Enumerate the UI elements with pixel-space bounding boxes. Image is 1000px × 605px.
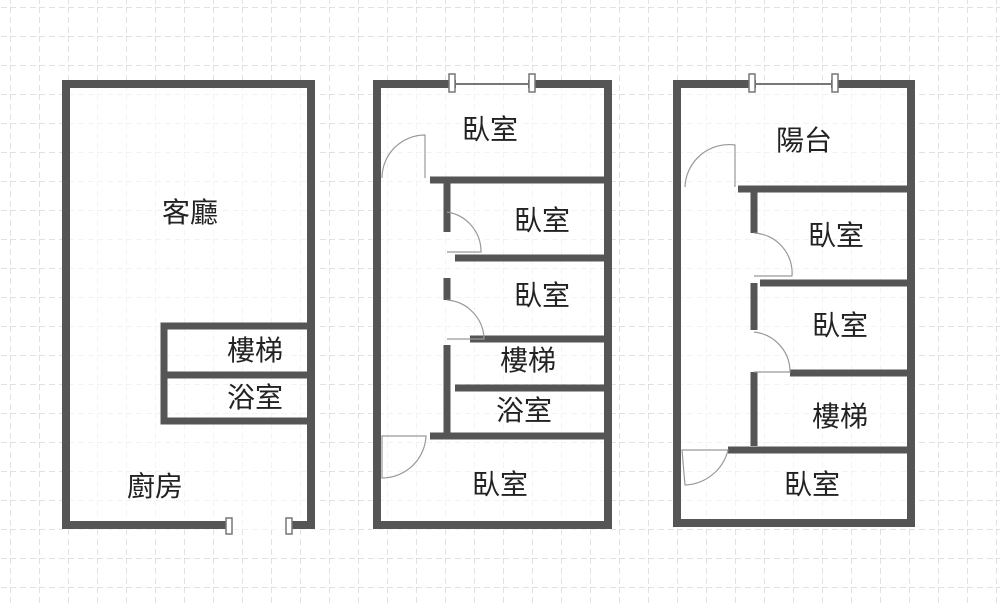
door-swing-icon: [681, 449, 729, 486]
window-icon: [448, 73, 456, 93]
door-swing-icon: [381, 134, 426, 179]
room-label: 臥室: [472, 468, 528, 501]
door-swing-icon: [753, 232, 793, 277]
room-label: 臥室: [812, 309, 868, 342]
room-label: 臥室: [784, 468, 840, 501]
floor-plan-1: 客廳 樓梯 浴室 廚房: [62, 80, 316, 535]
window-icon: [831, 73, 839, 93]
door-swing-icon: [753, 331, 791, 373]
room-label: 陽台: [776, 124, 832, 157]
room-label: 臥室: [462, 113, 518, 146]
room-label: 浴室: [227, 381, 283, 414]
room-label: 臥室: [514, 204, 570, 237]
door-swing-icon: [446, 299, 485, 340]
door-post-icon: [285, 517, 293, 535]
floor-plan-2: 臥室 臥室 臥室 樓梯 浴室 臥室: [372, 73, 612, 530]
floor-plan-3: 陽台 臥室 臥室 樓梯 臥室: [672, 73, 916, 528]
room-label: 樓梯: [812, 400, 868, 433]
door-swing-icon: [684, 143, 736, 188]
room-label: 客廳: [162, 196, 218, 229]
window-icon: [528, 73, 536, 93]
door-swing-icon: [446, 211, 482, 253]
room-label: 浴室: [496, 394, 552, 427]
door-swing-icon: [381, 435, 427, 479]
room-label: 臥室: [514, 279, 570, 312]
room-label: 臥室: [808, 219, 864, 252]
room-label: 廚房: [127, 470, 183, 503]
door-post-icon: [225, 517, 233, 535]
room-label: 樓梯: [227, 334, 283, 367]
room-label: 樓梯: [500, 344, 556, 377]
window-icon: [748, 73, 756, 93]
